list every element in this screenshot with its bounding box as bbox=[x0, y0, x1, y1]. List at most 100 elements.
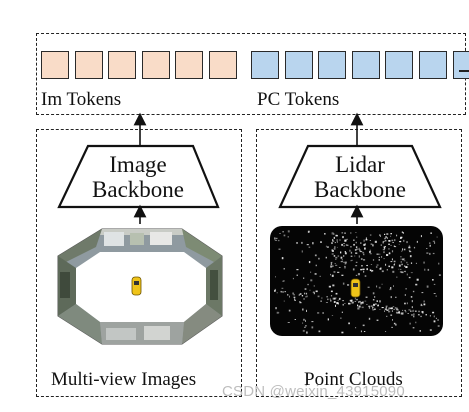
point bbox=[408, 276, 411, 279]
point bbox=[283, 268, 285, 270]
point bbox=[306, 244, 309, 246]
point bbox=[288, 309, 291, 312]
point bbox=[337, 300, 339, 302]
point bbox=[322, 312, 324, 314]
point bbox=[434, 242, 436, 244]
point bbox=[345, 252, 347, 254]
point bbox=[302, 329, 305, 332]
point bbox=[410, 296, 413, 298]
pc-token bbox=[351, 51, 380, 79]
point bbox=[405, 288, 407, 290]
point bbox=[429, 315, 431, 317]
point bbox=[384, 308, 387, 311]
point bbox=[325, 245, 327, 248]
point bbox=[384, 310, 385, 312]
point bbox=[392, 242, 394, 243]
point bbox=[358, 305, 361, 308]
point bbox=[390, 261, 393, 263]
point bbox=[344, 266, 346, 268]
point bbox=[400, 268, 402, 270]
point bbox=[393, 260, 396, 263]
point bbox=[433, 320, 436, 323]
point bbox=[415, 283, 418, 286]
point bbox=[376, 285, 378, 288]
point bbox=[347, 284, 350, 286]
point bbox=[380, 244, 382, 246]
point bbox=[366, 265, 368, 266]
point bbox=[325, 302, 328, 303]
point bbox=[404, 294, 406, 296]
point bbox=[366, 268, 368, 271]
point bbox=[408, 246, 411, 249]
point bbox=[396, 234, 398, 237]
point bbox=[335, 292, 338, 295]
point bbox=[433, 315, 435, 318]
point bbox=[289, 295, 290, 298]
point bbox=[350, 255, 353, 257]
point bbox=[362, 324, 365, 327]
point bbox=[330, 273, 331, 276]
point bbox=[330, 295, 333, 297]
point bbox=[342, 300, 344, 302]
point bbox=[379, 309, 381, 310]
point bbox=[360, 242, 362, 244]
point bbox=[299, 301, 301, 303]
point bbox=[396, 276, 398, 278]
point bbox=[372, 244, 374, 247]
point bbox=[409, 322, 411, 325]
watermark: CSDN @weixin_43915090 bbox=[222, 383, 405, 400]
point bbox=[301, 241, 303, 244]
point bbox=[325, 256, 327, 259]
point bbox=[343, 243, 345, 244]
point bbox=[305, 325, 307, 327]
point bbox=[363, 239, 365, 242]
point bbox=[388, 307, 390, 309]
point bbox=[401, 312, 404, 315]
point bbox=[390, 233, 392, 235]
panel-exit-line bbox=[459, 70, 469, 72]
point bbox=[274, 289, 276, 292]
point bbox=[381, 283, 383, 285]
point bbox=[371, 270, 374, 272]
point bbox=[277, 239, 280, 242]
point bbox=[329, 298, 331, 300]
point bbox=[375, 303, 377, 305]
point bbox=[358, 301, 360, 303]
point bbox=[411, 314, 413, 316]
point bbox=[348, 302, 351, 305]
point bbox=[275, 237, 278, 239]
point bbox=[344, 251, 346, 253]
point bbox=[395, 296, 397, 298]
point bbox=[377, 304, 379, 307]
point bbox=[352, 268, 355, 271]
point bbox=[369, 234, 372, 236]
point bbox=[341, 331, 344, 334]
point bbox=[429, 252, 431, 255]
point bbox=[360, 330, 362, 333]
point bbox=[370, 264, 373, 265]
point bbox=[424, 268, 426, 271]
point bbox=[398, 264, 401, 267]
point bbox=[320, 241, 322, 243]
point bbox=[420, 235, 422, 238]
point bbox=[403, 260, 406, 262]
point bbox=[390, 296, 392, 299]
point bbox=[368, 305, 371, 308]
point bbox=[427, 268, 430, 271]
point bbox=[341, 232, 344, 234]
point bbox=[344, 263, 347, 265]
point bbox=[304, 288, 307, 290]
point bbox=[415, 262, 417, 264]
point bbox=[332, 239, 334, 241]
point bbox=[335, 297, 337, 299]
point bbox=[412, 310, 415, 312]
point bbox=[360, 251, 363, 253]
point bbox=[433, 293, 436, 294]
point bbox=[356, 252, 358, 254]
point bbox=[363, 243, 366, 246]
point bbox=[369, 249, 371, 252]
point bbox=[331, 274, 334, 277]
point bbox=[395, 308, 399, 311]
point bbox=[385, 306, 387, 309]
point bbox=[334, 242, 336, 244]
